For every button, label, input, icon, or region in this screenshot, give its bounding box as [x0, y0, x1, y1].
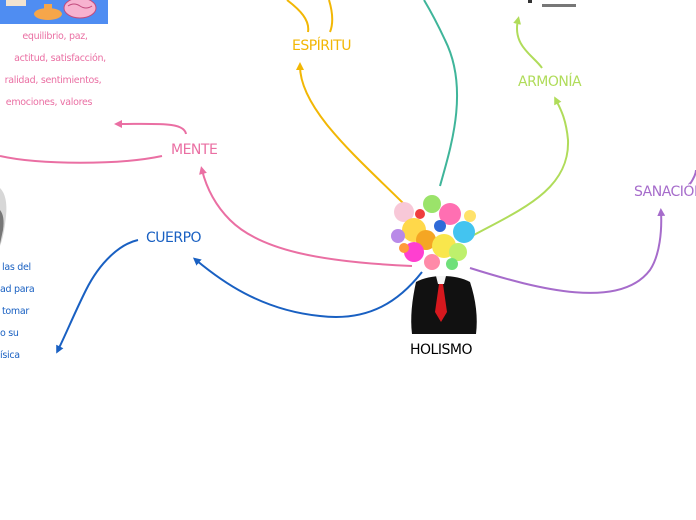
cuerpo-note-1: las del [0, 257, 60, 279]
mente-notes: equilibrio, paz, actitud, satisfacción, … [0, 26, 120, 118]
node-center-holismo[interactable]: HOLISMO [410, 342, 472, 358]
cuerpo-note-3: tomar [0, 301, 60, 323]
branch-sanacion-right [690, 170, 696, 184]
body-image [0, 188, 6, 246]
branch-espiritu [300, 66, 408, 208]
branch-cuerpo-notes [58, 240, 138, 350]
mente-note-4: emociones, valores [0, 92, 120, 114]
cuerpo-note-4: o su [0, 323, 60, 345]
branch-mente-left [0, 156, 162, 163]
node-espiritu[interactable]: ESPÍRITU [292, 38, 351, 54]
branch-mente [202, 170, 412, 266]
branch-espiritu-upper [287, 0, 332, 32]
logo-fragment [528, 0, 576, 7]
node-cuerpo[interactable]: CUERPO [146, 230, 201, 246]
person-with-colorful-head-icon [391, 195, 477, 334]
brain-image [0, 0, 108, 24]
branch-armonia-upper [517, 20, 542, 68]
cuerpo-notes: las del ad para tomar o su ísica [0, 257, 60, 367]
branch-mente-notes [118, 124, 186, 134]
node-sanacion[interactable]: SANACIÓN [634, 184, 696, 200]
cuerpo-note-5: ísica [0, 345, 60, 367]
branch-armonia [472, 100, 568, 236]
branch-teal [424, 0, 457, 186]
branch-sanacion [470, 212, 661, 293]
branch-cuerpo [196, 260, 422, 317]
mente-note-1: equilibrio, paz, [0, 26, 120, 48]
node-armonia[interactable]: ARMONÍA [518, 74, 581, 90]
node-mente[interactable]: MENTE [171, 142, 217, 158]
cuerpo-note-2: ad para [0, 279, 60, 301]
mente-note-3: ralidad, sentimientos, [0, 70, 120, 92]
mente-note-2: actitud, satisfacción, [0, 48, 120, 70]
